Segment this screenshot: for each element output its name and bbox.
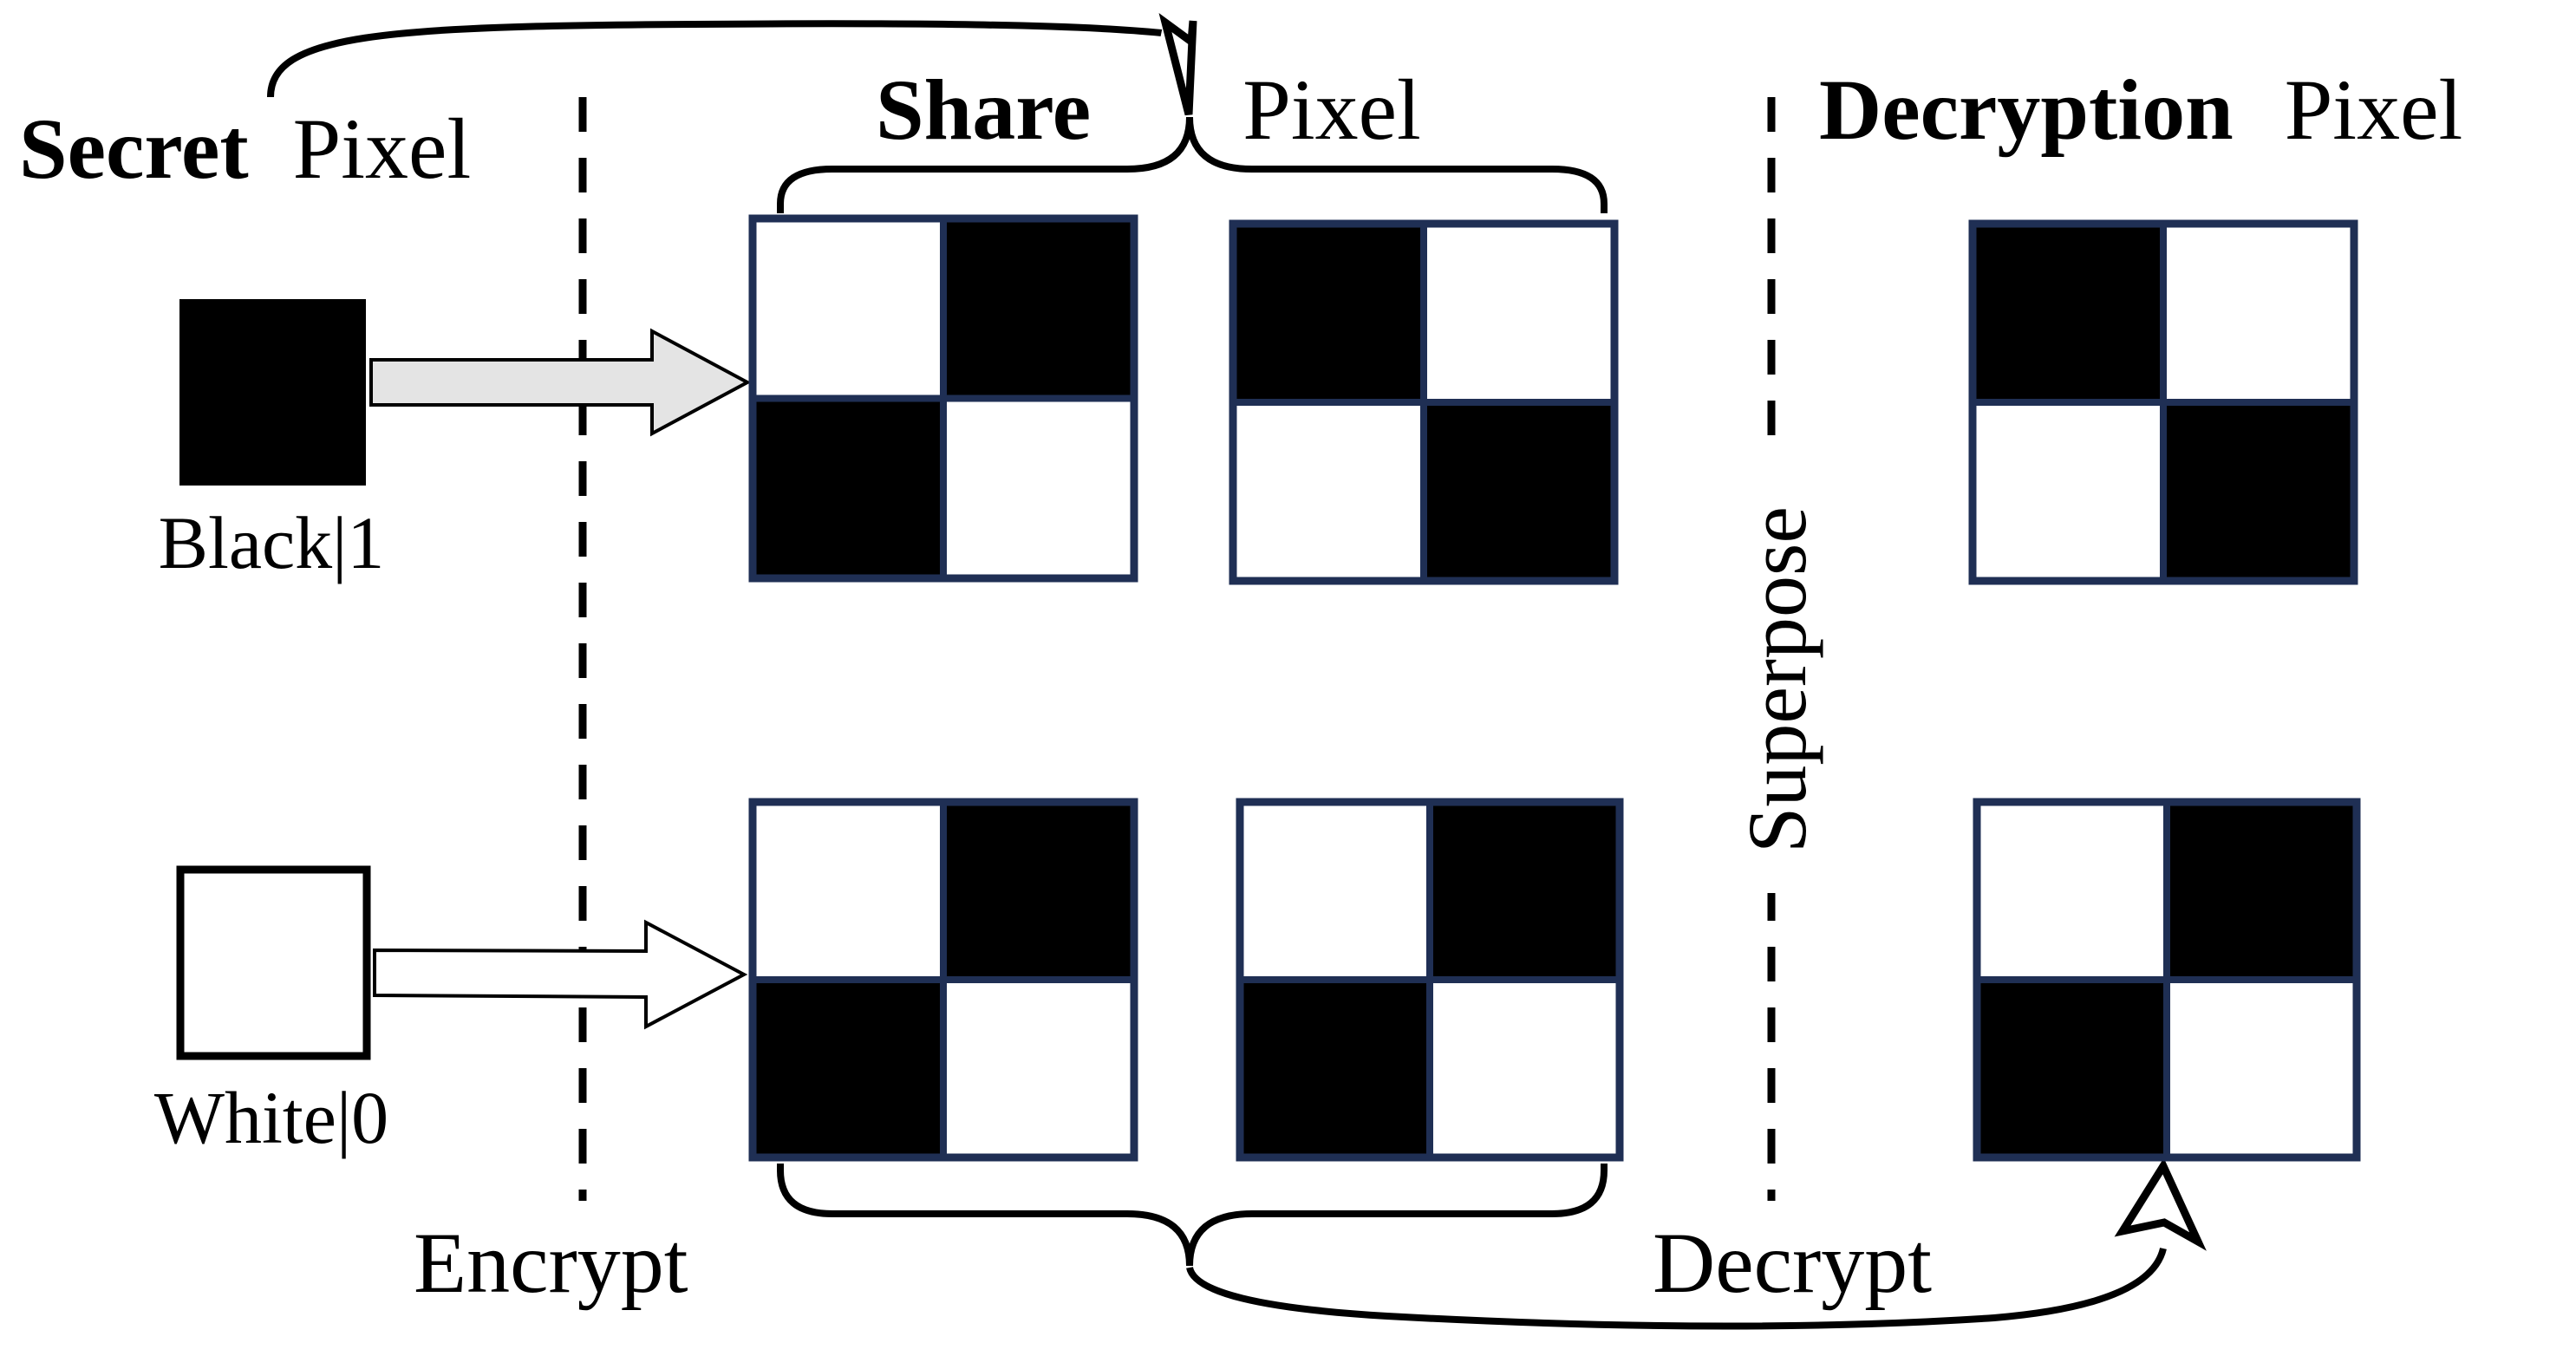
superpose-label-mask [1732,442,1810,893]
grid-white-share-2 [1236,798,1624,1162]
grid-black-decrypted [1968,219,2358,585]
grid-white-decrypted [1973,798,2361,1162]
superpose-label: Superpose [1731,506,1823,853]
bottom-curve-arrow-line [1186,1247,2167,1330]
grid-frame [1229,219,1619,585]
secret-black-square [179,299,366,486]
bottom-arrowhead [2114,1157,2207,1251]
pixel-grids [748,214,2361,1162]
grid-frame [748,798,1138,1162]
share-heading-bold: Share [876,62,1091,158]
decryption-heading-bold: Decryption [1819,62,2234,158]
grid-cell [749,799,947,983]
secret-heading-bold: Secret [19,101,249,197]
grid-cell [1420,399,1618,584]
grid-frame [1236,798,1624,1162]
decryption-heading-rest: Pixel [2285,62,2463,158]
grid-cell [1236,976,1433,1161]
grid-frame [1968,219,2358,585]
white-label: White|0 [154,1076,388,1159]
grid-cell [2160,399,2358,584]
grid-cell [2160,220,2358,406]
grid-cell [940,215,1138,402]
grid-cell [1236,799,1433,983]
encrypt-label: Encrypt [414,1215,688,1311]
grid-cell [1426,976,1623,1161]
grid-black-share-2 [1229,219,1619,585]
grid-cell [1426,799,1623,983]
grid-cell [2163,976,2360,1161]
share-heading-rest: Pixel [1242,62,1421,158]
grid-cell [940,799,1138,983]
grid-frame [1973,798,2361,1162]
grid-frame [748,214,1138,583]
top-arrowhead [1158,12,1197,116]
grid-cell [749,215,947,402]
grid-cell [1420,220,1618,406]
encrypt-arrow-black [369,328,752,437]
grid-white-share-1 [748,798,1138,1162]
grid-cell [2163,799,2360,983]
encrypt-arrow-white [373,919,748,1030]
secret-pixel-heading: Secret Pixel [19,101,471,197]
grid-cell [1229,399,1427,584]
top-share-brace [777,116,1608,213]
grid-cell [1973,799,2170,983]
grid-cell [1973,976,2170,1161]
grid-cell [749,976,947,1161]
decrypt-label: Decrypt [1653,1215,1932,1311]
bottom-share-brace [777,1164,1608,1267]
secret-heading-rest: Pixel [293,101,472,197]
grid-cell [1969,399,2167,584]
grid-cell [1969,220,2167,406]
grid-black-share-1 [748,214,1138,583]
grid-cell [749,394,947,582]
black-label: Black|1 [159,501,385,584]
grid-cell [1229,220,1427,406]
decryption-pixel-heading: Decryption Pixel [1819,62,2462,158]
secret-white-square [176,865,371,1060]
top-curve-arrow-line [267,20,1163,98]
share-pixel-heading: Share Pixel [876,62,1421,158]
grid-cell [940,976,1138,1161]
grid-cell [940,394,1138,582]
